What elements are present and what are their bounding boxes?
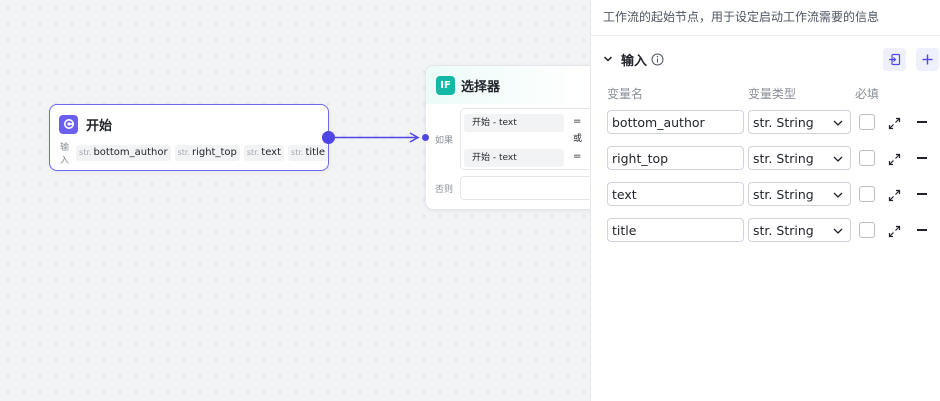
column-header-type: 变量类型 (748, 87, 797, 101)
info-icon[interactable] (651, 53, 664, 66)
expand-icon[interactable] (888, 151, 901, 170)
expand-icon[interactable] (888, 223, 901, 242)
variable-type-select[interactable]: str.String (748, 182, 851, 206)
remove-variable-button[interactable] (917, 121, 927, 123)
chevron-down-icon (832, 153, 844, 168)
required-checkbox[interactable] (859, 222, 875, 238)
or-label: 或 (573, 134, 583, 144)
variable-type-select[interactable]: str.String (748, 146, 851, 170)
var-chip: str. text (243, 145, 285, 161)
divider (591, 35, 940, 36)
column-header-name: 变量名 (607, 87, 644, 101)
add-variable-button[interactable] (916, 48, 939, 71)
variable-name-input[interactable] (607, 110, 744, 134)
start-output-handle[interactable] (322, 131, 335, 144)
connection-edge (335, 132, 420, 143)
remove-variable-button[interactable] (917, 157, 927, 159)
start-icon (59, 114, 78, 134)
if-icon: IF (436, 75, 455, 95)
node-settings-panel: 工作流的起始节点，用于设定启动工作流需要的信息 输入 (590, 0, 940, 401)
var-chip: str. bottom_author (76, 145, 171, 161)
plus-icon (922, 54, 933, 65)
condition-operator[interactable]: = (573, 116, 582, 127)
start-node-title: 开始 (86, 118, 113, 134)
selector-node-title: 选择器 (461, 79, 501, 95)
workflow-canvas[interactable]: 开始 输入 str. bottom_author str. right_top … (0, 0, 625, 401)
condition-left-operand[interactable]: 开始 - text (464, 149, 564, 167)
condition-operator[interactable]: = (573, 151, 582, 162)
chevron-down-icon[interactable] (603, 54, 613, 64)
chevron-down-icon (832, 117, 844, 132)
if-label: 如果 (435, 136, 454, 146)
var-chip: str. right_top (174, 145, 240, 161)
remove-variable-button[interactable] (917, 193, 927, 195)
import-icon (888, 53, 901, 66)
chevron-down-icon (832, 189, 844, 204)
import-variables-button[interactable] (883, 48, 906, 71)
else-label: 否则 (435, 185, 454, 195)
section-title: 输入 (621, 53, 648, 69)
variable-name-input[interactable] (607, 182, 744, 206)
column-header-required: 必填 (855, 87, 880, 101)
remove-variable-button[interactable] (917, 229, 927, 231)
variable-name-input[interactable] (607, 218, 744, 242)
required-checkbox[interactable] (859, 150, 875, 166)
var-chip: str. title (288, 145, 328, 161)
expand-icon[interactable] (888, 187, 901, 206)
selector-input-handle[interactable] (422, 134, 429, 141)
variable-type-select[interactable]: str.String (748, 218, 851, 242)
variable-name-input[interactable] (607, 146, 744, 170)
input-section-header[interactable]: 输入 (603, 48, 664, 70)
node-description: 工作流的起始节点，用于设定启动工作流需要的信息 (603, 10, 880, 24)
start-node[interactable]: 开始 输入 str. bottom_author str. right_top … (49, 104, 329, 171)
chevron-down-icon (832, 225, 844, 240)
expand-icon[interactable] (888, 115, 901, 134)
condition-left-operand[interactable]: 开始 - text (464, 114, 564, 132)
inputs-label: 输入 (60, 143, 70, 166)
required-checkbox[interactable] (859, 186, 875, 202)
variable-type-select[interactable]: str.String (748, 110, 851, 134)
required-checkbox[interactable] (859, 114, 875, 130)
